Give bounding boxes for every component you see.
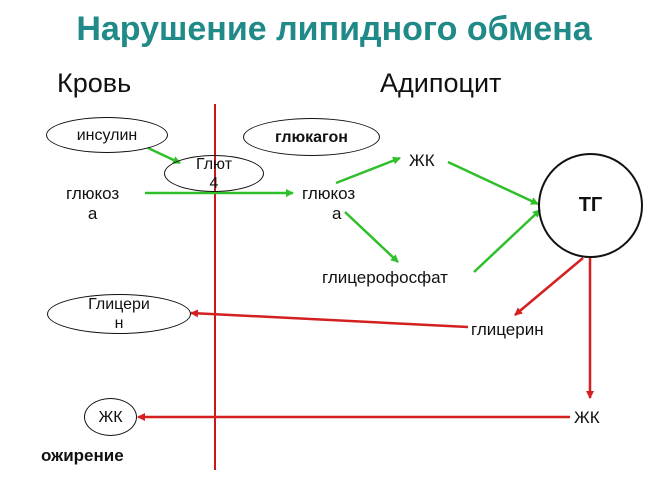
arrow-glycerol-to-blood <box>190 309 469 329</box>
fatty-acid-top-label: ЖК <box>409 151 435 170</box>
arrow-fa-to-tg <box>447 160 539 206</box>
glycerol-cell-label: глицерин <box>471 320 544 339</box>
arrow-glucose-to-fa <box>335 156 401 185</box>
glucagon-label: глюкагон <box>275 128 348 146</box>
section-label-blood: Кровь <box>57 68 132 98</box>
arrow-tg-to-glycerol <box>514 257 584 316</box>
arrow-glucose-to-glycerophosphate <box>344 211 399 263</box>
fatty-acid-cell-label: ЖК <box>574 408 600 427</box>
obesity-label: ожирение <box>41 446 124 465</box>
fatty-acid-blood-label: ЖК <box>98 408 123 426</box>
insulin-node: инсулин <box>46 117 168 153</box>
glycerophosphate-label: глицерофосфат <box>322 268 448 287</box>
page-title: Нарушение липидного обмена <box>76 10 592 48</box>
triglyceride-label: ТГ <box>578 194 603 216</box>
arrow-glycerophosphate-to-tg <box>473 209 541 273</box>
section-label-adipocyte: Адипоцит <box>380 68 502 98</box>
triglyceride-node: ТГ <box>538 153 643 258</box>
arrow-insulin-to-glut <box>147 146 181 165</box>
insulin-label: инсулин <box>76 126 138 144</box>
fatty-acid-blood-node: ЖК <box>84 398 137 436</box>
glucagon-node: глюкагон <box>243 118 380 156</box>
